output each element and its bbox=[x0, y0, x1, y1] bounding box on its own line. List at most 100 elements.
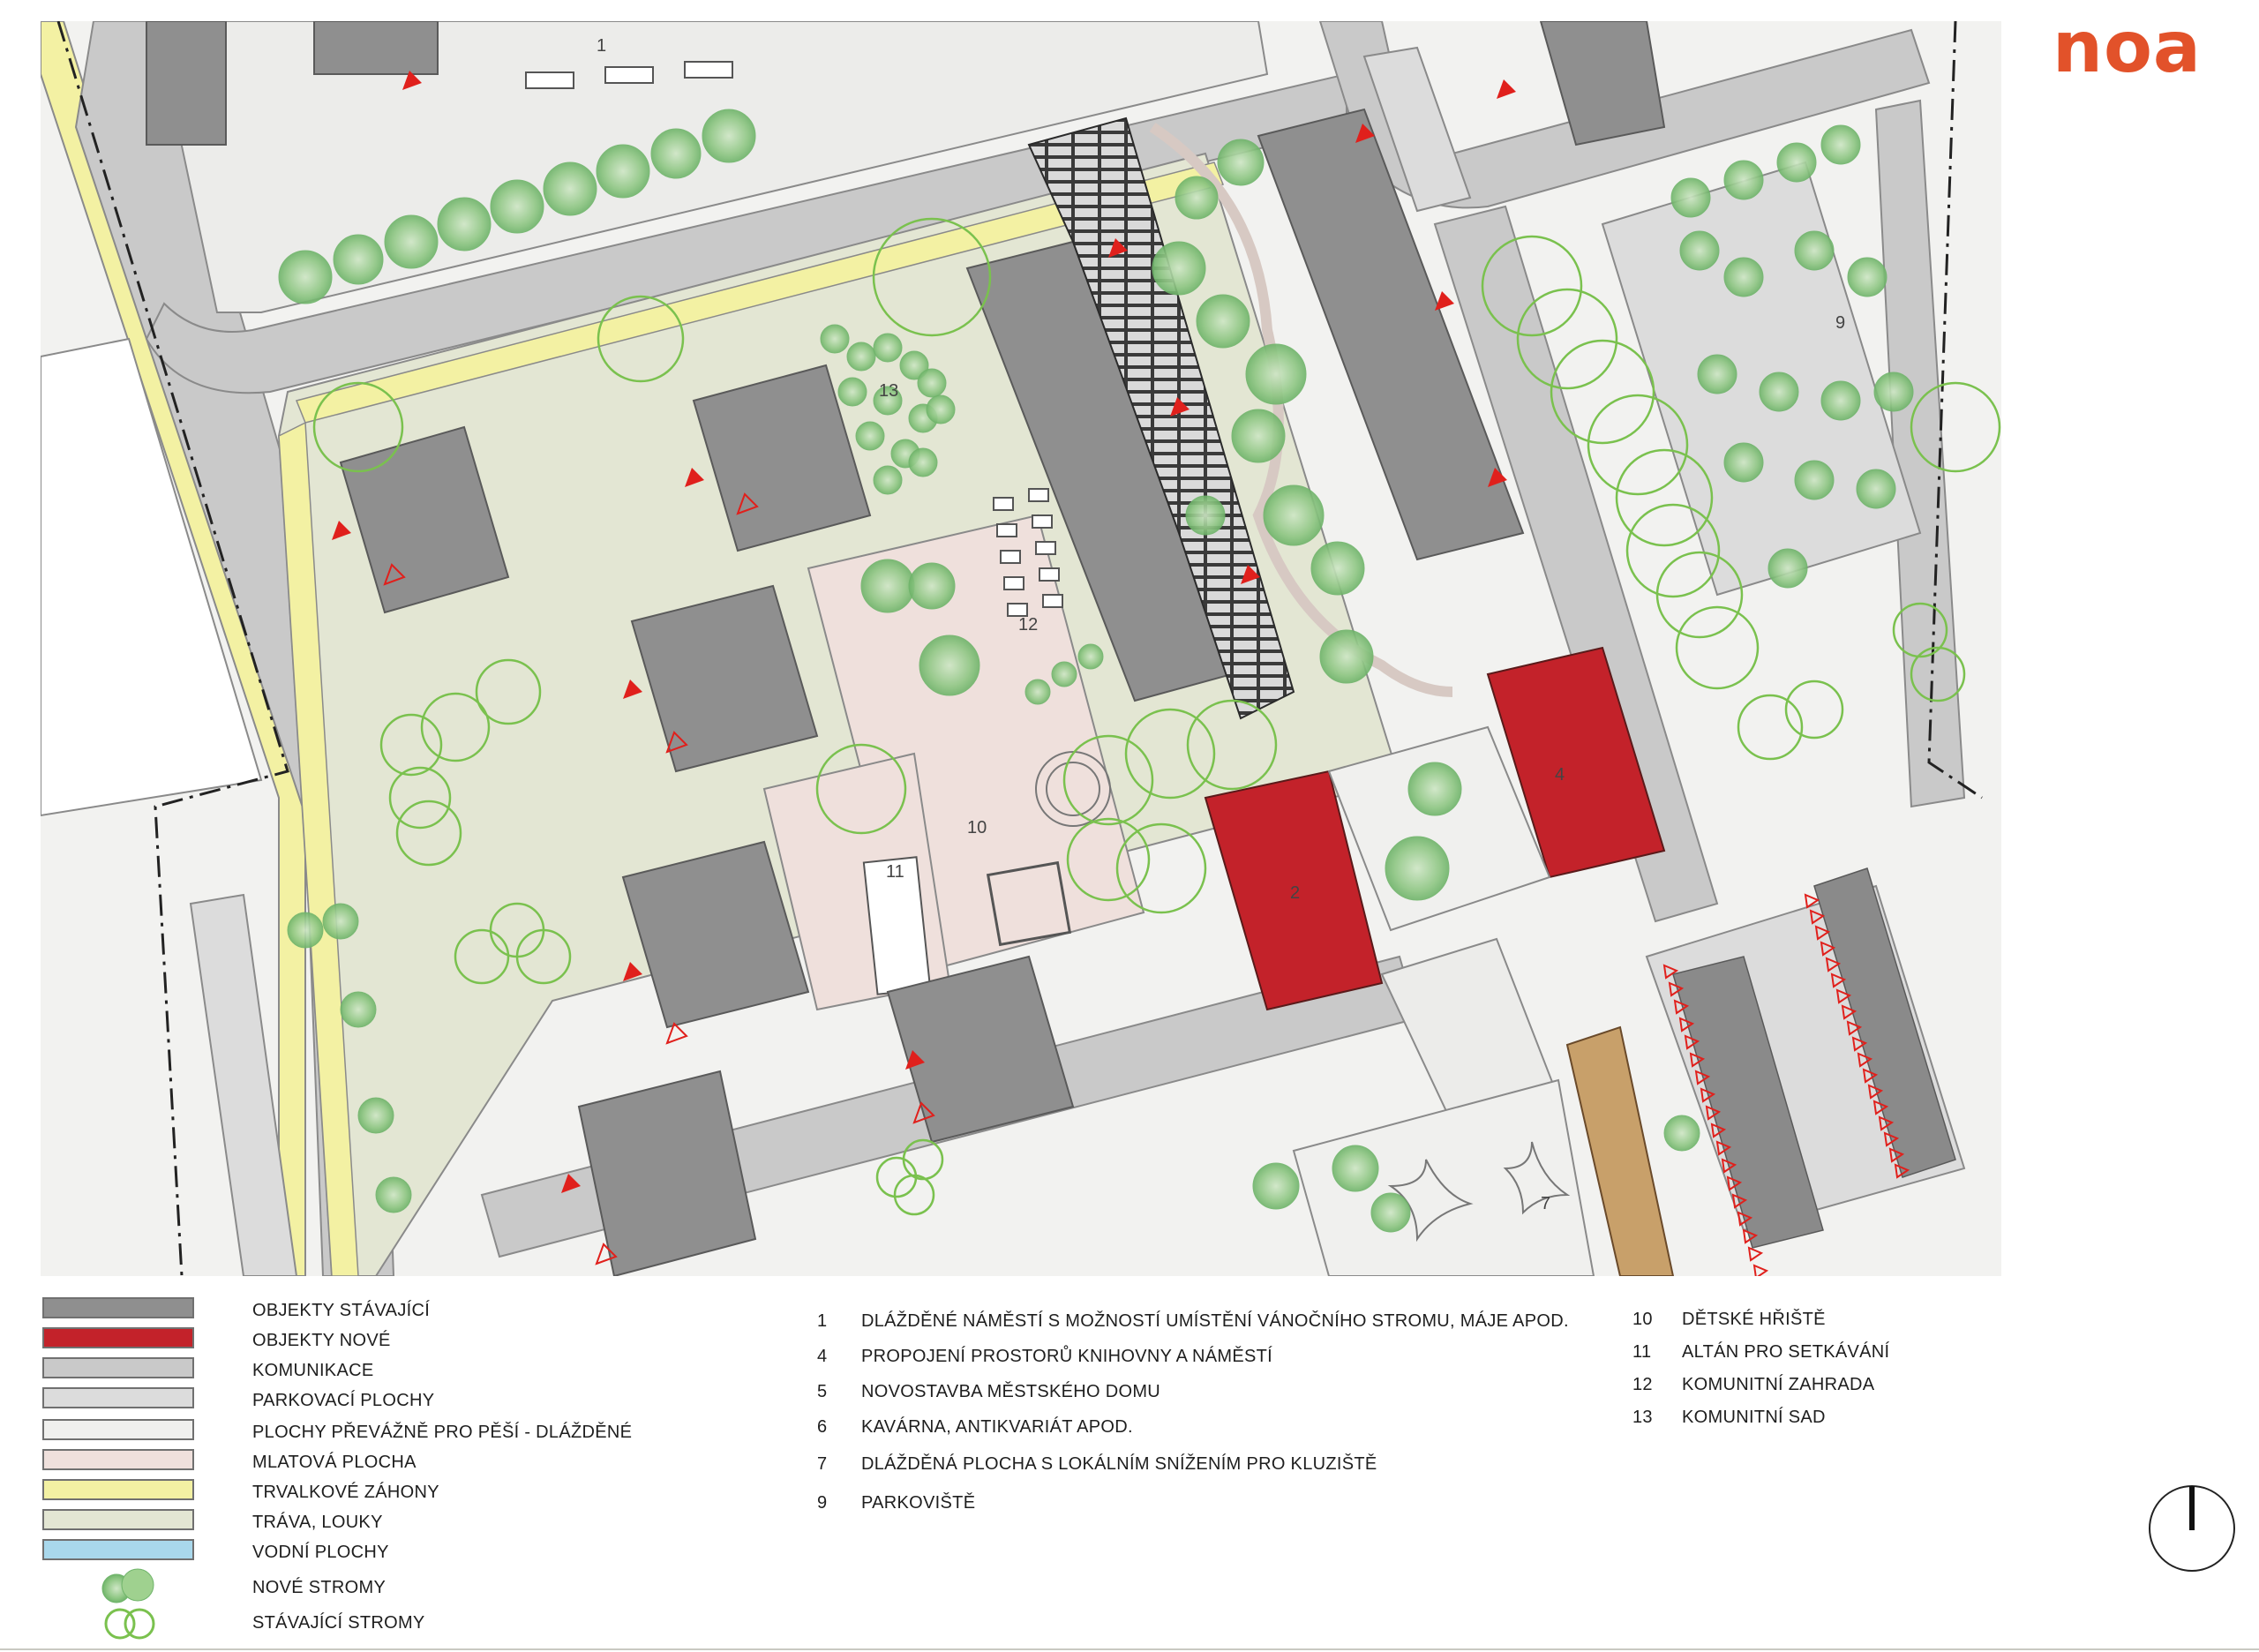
new-tree bbox=[1185, 495, 1226, 536]
note-number: 12 bbox=[1632, 1375, 1653, 1394]
existing-building bbox=[146, 21, 227, 146]
existing-tree bbox=[1516, 288, 1618, 390]
parking-arrow bbox=[1878, 1115, 1895, 1131]
existing-tree bbox=[1910, 381, 2001, 473]
new-tree bbox=[919, 635, 980, 696]
map-label-10: 10 bbox=[967, 818, 987, 837]
note-text: DĚTSKÉ HŘIŠTĚ bbox=[1682, 1310, 1826, 1329]
legend-item: TRÁVA, LOUKY bbox=[41, 1509, 747, 1536]
note-text: DLÁŽDĚNÉ NÁMĚSTÍ S MOŽNOSTÍ UMÍSTĚNÍ VÁN… bbox=[861, 1311, 1569, 1331]
entrance-arrow-outline bbox=[383, 563, 406, 586]
note-text: KOMUNITNÍ SAD bbox=[1682, 1408, 1826, 1427]
parking-arrow bbox=[1820, 941, 1836, 957]
existing-tree bbox=[1481, 235, 1583, 337]
new-tree bbox=[1776, 142, 1817, 183]
note-text: PARKOVIŠTĚ bbox=[861, 1493, 976, 1513]
note-text: NOVOSTAVBA MĚSTSKÉHO DOMU bbox=[861, 1382, 1161, 1401]
existing-tree bbox=[1675, 605, 1760, 690]
existing-tree bbox=[1124, 708, 1216, 800]
parking-arrow bbox=[1726, 1175, 1743, 1191]
playground-frame bbox=[986, 860, 1072, 947]
existing-tree bbox=[454, 928, 510, 985]
skating-star-2 bbox=[1387, 1159, 1474, 1243]
map-label-4: 4 bbox=[1555, 765, 1565, 785]
existing-tree bbox=[388, 766, 452, 830]
new-tree bbox=[1217, 139, 1265, 186]
map-label-9: 9 bbox=[1835, 313, 1845, 333]
new-buildings bbox=[1204, 646, 1666, 1011]
parking-arrow bbox=[1747, 1246, 1764, 1262]
parking-arrow bbox=[1841, 1004, 1857, 1020]
parking-arrow bbox=[1888, 1147, 1905, 1163]
legend-label: KOMUNIKACE bbox=[252, 1361, 374, 1380]
new-tree bbox=[1385, 836, 1450, 901]
new-tree bbox=[1873, 372, 1914, 412]
existing-tree bbox=[1737, 694, 1804, 761]
existing-tree bbox=[312, 381, 404, 473]
parking-arrow bbox=[1684, 1034, 1700, 1050]
note-number: 13 bbox=[1632, 1408, 1653, 1427]
plot-boundary-left bbox=[56, 21, 289, 1276]
existing-tree bbox=[1892, 602, 1948, 658]
existing-tree bbox=[815, 743, 907, 835]
entrance-arrow-outline bbox=[736, 492, 759, 515]
legend-item: OBJEKTY STÁVAJÍCÍ bbox=[41, 1297, 747, 1324]
map-label-12: 12 bbox=[1018, 615, 1038, 635]
existing-tree bbox=[872, 217, 992, 337]
site-plan-map[interactable]: 1 13 12 10 11 2 4 7 9 bbox=[41, 21, 2001, 1276]
new-tree bbox=[1245, 343, 1307, 405]
entrance-arrow bbox=[685, 468, 704, 487]
new-tree bbox=[1196, 294, 1250, 349]
parking-arrow bbox=[1710, 1123, 1727, 1138]
legend-item: MLATOVÁ PLOCHA bbox=[41, 1449, 747, 1476]
parking-arrow bbox=[1705, 1105, 1722, 1121]
new-tree bbox=[926, 394, 956, 424]
new-tree bbox=[873, 465, 903, 495]
legend-label: VODNÍ PLOCHY bbox=[252, 1543, 389, 1562]
new-tree bbox=[357, 1097, 394, 1134]
parking-rows-dark bbox=[1672, 867, 1956, 1249]
parking-arrow bbox=[1752, 1264, 1769, 1276]
existing-trees-layer bbox=[312, 217, 2001, 1216]
map-label-11: 11 bbox=[886, 862, 904, 882]
flower-bed-inner bbox=[295, 161, 1225, 424]
legend-label: NOVÉ STROMY bbox=[252, 1578, 387, 1597]
new-tree bbox=[1794, 230, 1835, 271]
new-tree bbox=[855, 421, 885, 451]
new-tree bbox=[1794, 460, 1835, 500]
new-tree bbox=[1252, 1162, 1300, 1210]
new-tree bbox=[908, 562, 956, 610]
existing-tree bbox=[420, 692, 491, 762]
central-plaza bbox=[1327, 725, 1551, 932]
legend-item: NOVÉ STROMY bbox=[41, 1568, 747, 1603]
legend-swatch-roads bbox=[42, 1357, 194, 1378]
new-tree bbox=[375, 1176, 412, 1213]
entrance-arrow bbox=[332, 521, 351, 540]
legend-swatch-flower-beds bbox=[42, 1479, 194, 1500]
park-path bbox=[1149, 123, 1453, 697]
parking-arrow bbox=[1809, 909, 1826, 925]
legend-item: PLOCHY PŘEVÁŽNĚ PRO PĚŠÍ - DLÁŽDĚNÉ bbox=[41, 1419, 747, 1446]
legend-item: KOMUNIKACE bbox=[41, 1357, 747, 1384]
new-tree bbox=[846, 342, 876, 372]
new-tree bbox=[1767, 548, 1808, 589]
flower-bed-inner-left bbox=[278, 421, 359, 1276]
existing-tree bbox=[902, 1138, 944, 1181]
parking-arrow bbox=[1857, 1052, 1873, 1068]
new-tree bbox=[899, 350, 929, 380]
existing-tree bbox=[893, 1174, 935, 1216]
new-tree bbox=[1679, 230, 1720, 271]
new-tree bbox=[437, 197, 492, 252]
community-garden-beds bbox=[993, 488, 1063, 617]
entrance-arrow-outline bbox=[595, 1243, 618, 1265]
new-tree bbox=[650, 128, 702, 179]
entrance-arrow bbox=[1435, 291, 1454, 311]
new-tree bbox=[1332, 1145, 1379, 1192]
parking-arrow bbox=[1883, 1131, 1900, 1147]
north-arrow-icon bbox=[2149, 1485, 2235, 1572]
new-tree bbox=[908, 447, 938, 477]
note-text: KAVÁRNA, ANTIKVARIÁT APOD. bbox=[861, 1417, 1133, 1437]
entrance-arrow bbox=[402, 71, 422, 90]
map-label-7: 7 bbox=[1541, 1194, 1550, 1213]
legend-item: PARKOVACÍ PLOCHY bbox=[41, 1387, 747, 1414]
